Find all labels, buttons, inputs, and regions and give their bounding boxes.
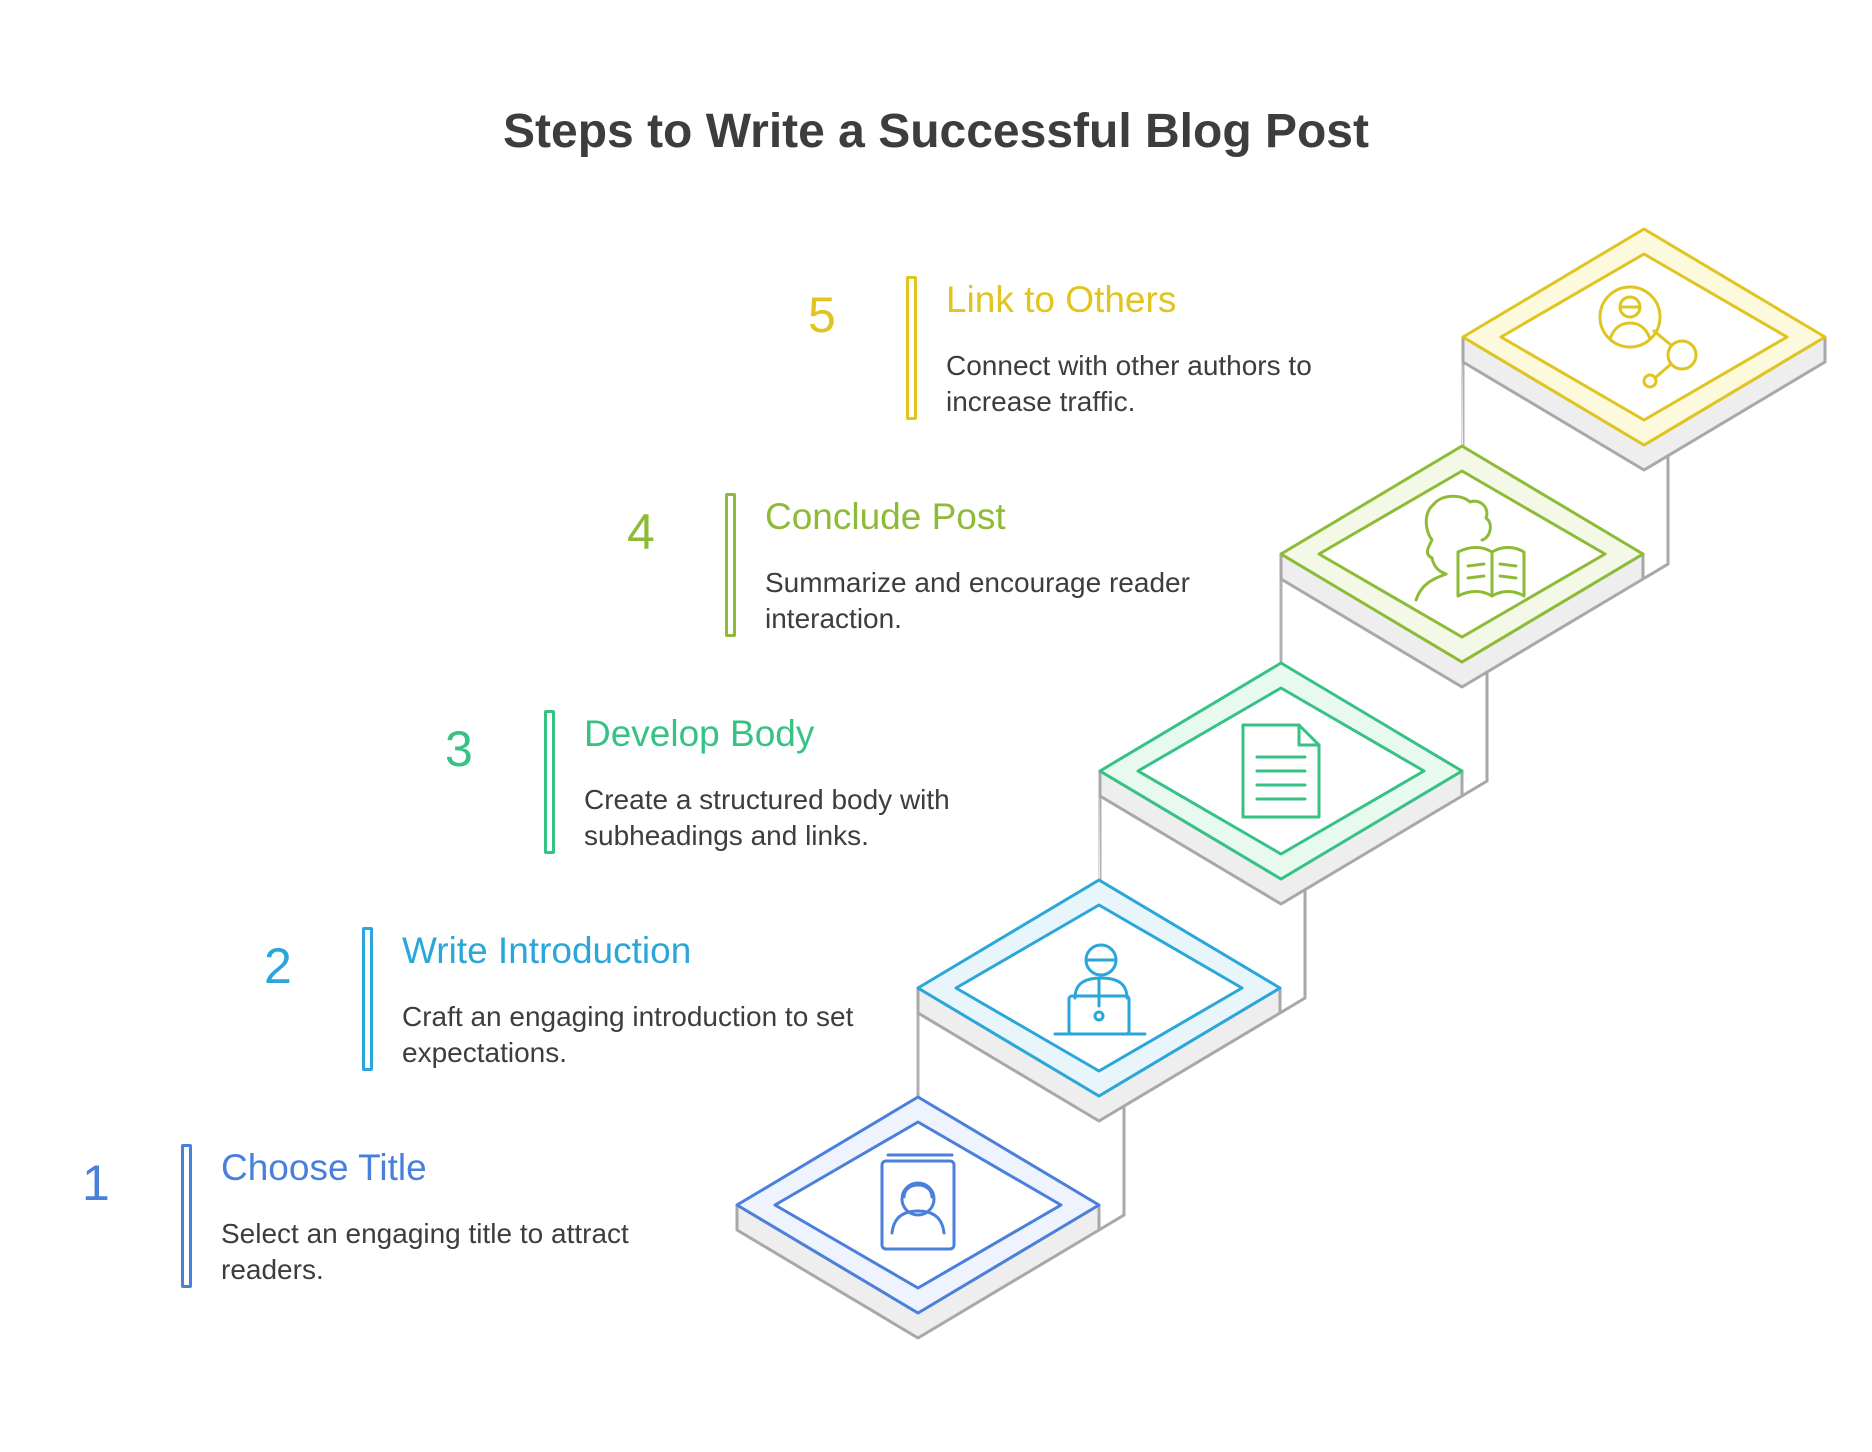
step-accent-bar-4: [725, 493, 736, 637]
step-number-2: 2: [264, 938, 292, 994]
step-number-1: 1: [82, 1155, 110, 1211]
document-icon: [1241, 723, 1321, 819]
step-accent-bar-5: [906, 276, 917, 420]
step-title-4: Conclude Post: [765, 496, 1006, 537]
step-number-3: 3: [445, 721, 473, 777]
step-accent-bar-1: [181, 1144, 192, 1288]
step-platform-inner-1: [773, 1120, 1063, 1290]
step-number-4: 4: [627, 504, 655, 560]
book-portrait-icon: [880, 1153, 956, 1251]
step-title-2: Write Introduction: [402, 930, 692, 971]
step-title-5: Link to Others: [946, 279, 1177, 320]
step-accent-bar-2: [362, 927, 373, 1071]
step-title-3: Develop Body: [584, 713, 815, 754]
step-description-1: Select an engaging title to attract read…: [221, 1218, 629, 1285]
person-reading-icon: [1414, 494, 1526, 602]
user-connect-icon: [1598, 285, 1698, 389]
step-description-3: Create a structured body with subheading…: [584, 784, 950, 851]
step-platform-inner-4: [1317, 469, 1607, 639]
step-number-5: 5: [808, 287, 836, 343]
step-description-5: Connect with other authors to increase t…: [946, 350, 1312, 417]
page-title: Steps to Write a Successful Blog Post: [503, 105, 1369, 158]
step-description-2: Craft an engaging introduction to set ex…: [402, 1001, 854, 1068]
person-laptop-icon: [1053, 943, 1147, 1036]
step-platform-inner-5: [1499, 252, 1789, 422]
step-title-1: Choose Title: [221, 1147, 427, 1188]
step-description-4: Summarize and encourage reader interacti…: [765, 567, 1190, 634]
step-accent-bar-3: [544, 710, 555, 854]
